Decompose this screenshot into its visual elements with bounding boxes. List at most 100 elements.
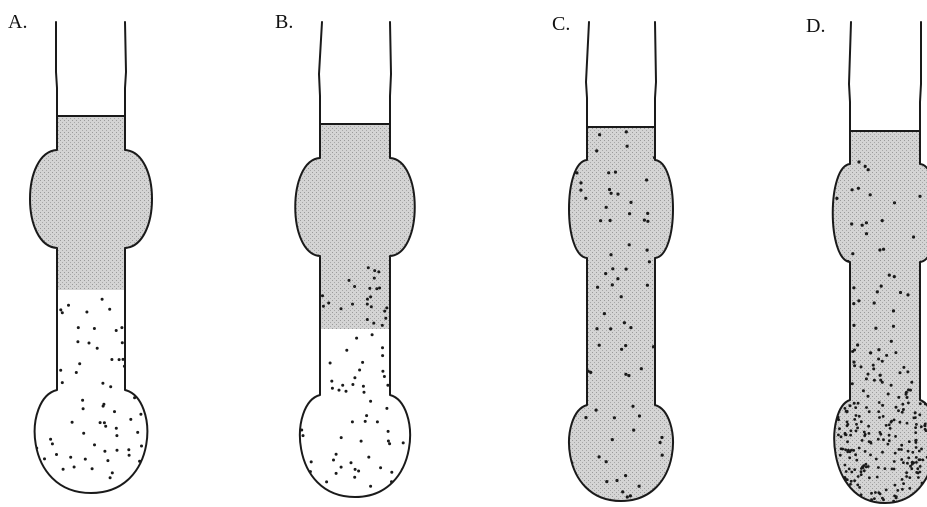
tube-b-particle xyxy=(354,468,357,471)
tube-d-particle xyxy=(876,476,879,479)
tube-d-particle xyxy=(853,479,856,482)
tube-d-particle xyxy=(873,379,876,382)
tube-c-particle xyxy=(595,149,598,152)
tube-d-particle xyxy=(922,145,925,148)
tube-a-particle xyxy=(151,307,154,310)
tube-d-particle xyxy=(830,405,833,408)
tube-d-particle xyxy=(919,465,922,468)
tube-a-particle xyxy=(142,307,145,310)
tube-d-particle xyxy=(844,464,847,467)
tube-d-particle xyxy=(860,470,863,473)
tube-d-particle xyxy=(846,410,849,413)
tube-a-particle xyxy=(78,362,81,365)
tube-b-particle xyxy=(341,384,344,387)
tube-c-particle xyxy=(611,283,614,286)
tube-d-particle xyxy=(887,443,890,446)
panel-label-b: B. xyxy=(275,11,293,33)
tube-c-particle xyxy=(599,219,602,222)
tube-d-particle xyxy=(864,450,867,453)
tube-d-particle xyxy=(899,371,902,374)
tube-d-particle xyxy=(873,301,876,304)
tube-b-clear-region xyxy=(250,329,450,507)
tube-a-particle xyxy=(150,298,153,301)
tube-d-particle xyxy=(869,193,872,196)
tube-d-particle xyxy=(877,438,880,441)
tube-a-particle xyxy=(109,476,112,479)
tube-d-particle xyxy=(878,416,881,419)
tube-d-particle xyxy=(906,293,909,296)
tube-b-particle xyxy=(369,295,372,298)
tube-c-particle xyxy=(629,326,632,329)
tube-b-particle xyxy=(302,483,305,486)
tube-d-particle xyxy=(826,475,829,478)
tube-d-particle xyxy=(853,364,856,367)
tube-a-particle xyxy=(40,393,43,396)
tube-c-particle xyxy=(646,212,649,215)
tube-b-particle xyxy=(321,294,324,297)
tube-d-particle xyxy=(882,248,885,251)
tube-d-particle xyxy=(861,224,864,227)
tube-d-particle xyxy=(846,440,849,443)
tube-d-particle xyxy=(839,478,842,481)
tube-c-particle xyxy=(581,282,584,285)
tube-d-particle xyxy=(852,449,855,452)
tube-b-particle xyxy=(385,306,388,309)
tube-c-particle xyxy=(576,403,579,406)
tube-c-particle xyxy=(667,280,670,283)
tube-b-particle xyxy=(309,355,312,358)
tube-d-particle xyxy=(905,391,908,394)
tube-a-particle xyxy=(120,326,123,329)
tube-d-particle xyxy=(832,482,835,485)
tube-d-particle xyxy=(918,450,921,453)
tube-b-particle xyxy=(348,279,351,282)
tube-d-particle xyxy=(906,462,909,465)
tube-d-particle xyxy=(876,290,879,293)
tube-d-particle xyxy=(888,434,891,437)
tube-d-particle xyxy=(877,348,880,351)
tube-c-particle xyxy=(661,454,664,457)
tube-b-particle xyxy=(383,375,386,378)
tube-d-particle xyxy=(846,450,849,453)
panel-label-d: D. xyxy=(806,15,825,37)
tube-d-particle xyxy=(918,413,921,416)
tube-c-particle xyxy=(666,328,669,331)
tube-d-particle xyxy=(884,467,887,470)
tube-b-particle xyxy=(381,346,384,349)
tube-d-particle xyxy=(835,197,838,200)
tube-a-particle xyxy=(139,413,142,416)
tube-d-particle xyxy=(831,441,834,444)
tube-b-particle xyxy=(338,389,341,392)
tube-c-particle xyxy=(570,367,573,370)
tube-d-particle xyxy=(829,260,832,263)
tube-d-particle xyxy=(850,222,853,225)
tube-b-particle xyxy=(315,383,318,386)
tube-c-particle xyxy=(609,253,612,256)
tube-d-particle xyxy=(867,168,870,171)
tube-d-particle xyxy=(855,430,858,433)
tube-d-particle xyxy=(867,425,870,428)
tube-d-particle xyxy=(881,451,884,454)
tube-b-particle xyxy=(335,453,338,456)
tube-b-particle xyxy=(325,480,328,483)
tube-c-particle xyxy=(573,273,576,276)
panel-c: C. xyxy=(550,13,710,507)
tube-d-particle xyxy=(882,415,885,418)
tube-d-particle xyxy=(826,485,829,488)
tube-d-particle xyxy=(920,448,923,451)
tube-c-particle xyxy=(569,478,572,481)
tube-a-particle xyxy=(115,427,118,430)
panel-label-a: A. xyxy=(8,11,27,33)
tube-b-particle xyxy=(362,385,365,388)
tube-c-particle xyxy=(584,197,587,200)
tube-d-particle xyxy=(907,450,910,453)
tube-b-particle xyxy=(381,354,384,357)
tube-a-particle xyxy=(51,442,54,445)
tube-d-particle xyxy=(830,426,833,429)
tube-b-particle xyxy=(402,441,405,444)
tube-b-particle xyxy=(405,477,408,480)
tube-b-particle xyxy=(357,470,360,473)
tube-d-particle xyxy=(915,456,918,459)
tube-d-particle xyxy=(869,454,872,457)
tube-d-particle xyxy=(912,502,915,505)
tube-d-particle xyxy=(849,404,852,407)
